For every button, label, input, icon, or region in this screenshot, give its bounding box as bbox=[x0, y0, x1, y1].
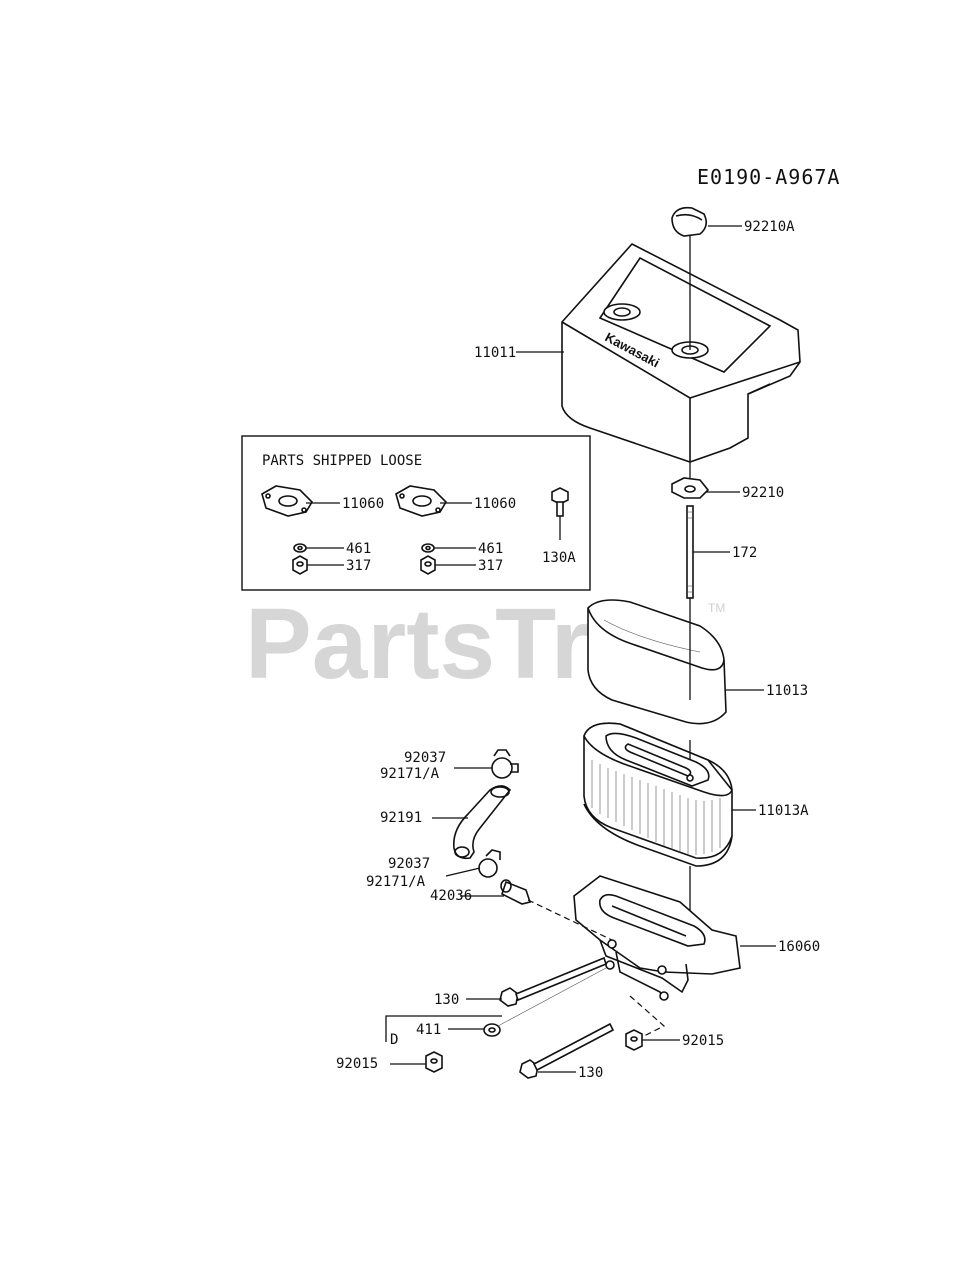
bracket-D bbox=[385, 1015, 502, 1042]
label-42036: 42036 bbox=[430, 888, 472, 904]
label-92015-right: 92015 bbox=[682, 1033, 724, 1049]
loose-label-461-right: 461 bbox=[478, 541, 503, 557]
label-92171-upper: 92171/A bbox=[380, 766, 440, 782]
air-filter-element-11013A[interactable] bbox=[583, 722, 733, 867]
label-130-lower: 130 bbox=[578, 1065, 603, 1081]
cap-nut-92210A[interactable] bbox=[671, 206, 708, 237]
label-92037-lower: 92037 bbox=[388, 856, 430, 872]
bolt-130-upper[interactable] bbox=[499, 956, 607, 1007]
label-92171-lower: 92171/A bbox=[366, 874, 426, 890]
label-411: 411 bbox=[416, 1022, 441, 1038]
label-130-upper: 130 bbox=[434, 992, 459, 1008]
nut-317-left[interactable] bbox=[292, 555, 308, 575]
dashed-assembly-line bbox=[629, 995, 666, 1041]
diagram-reference: E0190-A967A bbox=[697, 165, 840, 189]
bolt-130-lower[interactable] bbox=[519, 1022, 615, 1079]
label-92037-upper: 92037 bbox=[404, 750, 446, 766]
label-16060: 16060 bbox=[778, 939, 820, 955]
hose-clamp-92037-lower[interactable] bbox=[478, 849, 501, 878]
lockwasher-461-left[interactable] bbox=[293, 543, 307, 553]
loose-label-461-left: 461 bbox=[346, 541, 371, 557]
label-172: 172 bbox=[732, 545, 757, 561]
loose-box-title: PARTS SHIPPED LOOSE bbox=[262, 453, 422, 469]
bolt-130A[interactable] bbox=[551, 487, 569, 517]
label-92015-left: 92015 bbox=[336, 1056, 378, 1072]
label-92191: 92191 bbox=[380, 810, 422, 826]
wing-nut-92210[interactable] bbox=[671, 477, 710, 499]
pre-cleaner-11013[interactable] bbox=[587, 599, 727, 725]
label-11013A: 11013A bbox=[758, 803, 809, 819]
loose-label-130A: 130A bbox=[542, 550, 576, 566]
nut-92015-left[interactable] bbox=[425, 1051, 443, 1073]
stud-172[interactable] bbox=[686, 505, 694, 599]
label-D: D bbox=[390, 1032, 398, 1048]
washer-411[interactable] bbox=[483, 1023, 501, 1037]
lockwasher-461-right[interactable] bbox=[421, 543, 435, 553]
loose-label-11060-right: 11060 bbox=[474, 496, 516, 512]
air-cleaner-cover-11011[interactable]: Kawasaki bbox=[561, 243, 801, 463]
label-92210A: 92210A bbox=[744, 219, 795, 235]
nut-92015-right[interactable] bbox=[625, 1029, 643, 1051]
hose-clamp-92037-upper[interactable] bbox=[491, 749, 519, 779]
air-cleaner-base-16060[interactable] bbox=[573, 875, 741, 1001]
loose-label-317-left: 317 bbox=[346, 558, 371, 574]
parts-shipped-loose-box bbox=[241, 435, 591, 591]
gasket-11060-right[interactable] bbox=[395, 485, 448, 517]
label-11011: 11011 bbox=[474, 345, 516, 361]
loose-label-11060-left: 11060 bbox=[342, 496, 384, 512]
nut-317-right[interactable] bbox=[420, 555, 436, 575]
gasket-11060-left[interactable] bbox=[261, 485, 314, 517]
breather-fitting-42036[interactable] bbox=[500, 879, 532, 905]
loose-label-317-right: 317 bbox=[478, 558, 503, 574]
label-11013: 11013 bbox=[766, 683, 808, 699]
trademark-mark: TM bbox=[708, 601, 725, 615]
label-92210: 92210 bbox=[742, 485, 784, 501]
breather-hose-92191[interactable] bbox=[452, 785, 512, 860]
